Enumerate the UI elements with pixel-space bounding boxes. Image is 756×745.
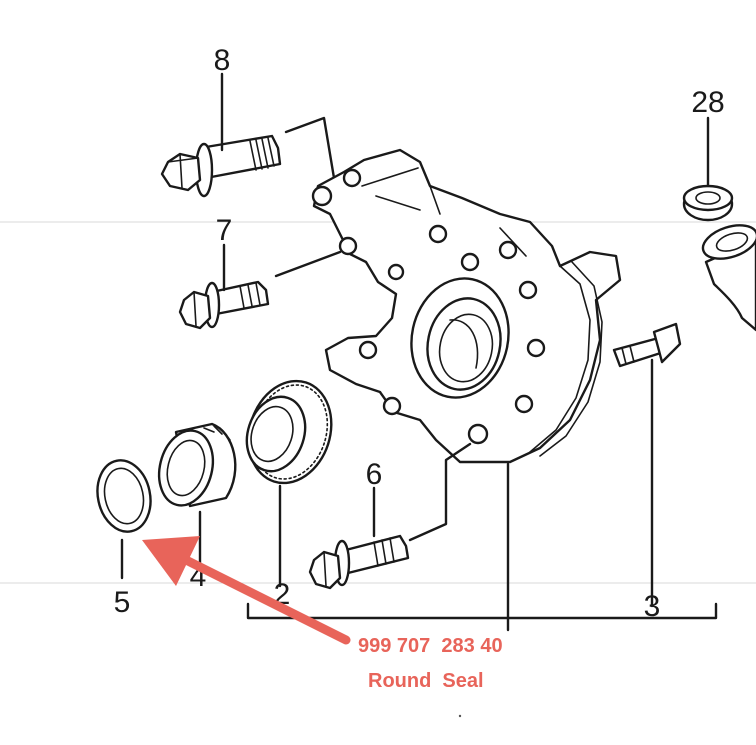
label-3: 3 <box>644 590 661 623</box>
speck-mark <box>458 714 462 718</box>
bracket-line <box>246 602 718 620</box>
seal-28 <box>682 184 734 222</box>
sleeve-4 <box>157 422 237 508</box>
leader-7 <box>274 250 342 278</box>
label-8: 8 <box>214 44 231 77</box>
callout-arrow <box>142 536 351 645</box>
label-6: 6 <box>366 458 383 491</box>
shaft-seal-2 <box>245 379 333 485</box>
label-28: 28 <box>691 86 724 119</box>
label-7: 7 <box>216 214 233 247</box>
leader-8 <box>284 116 338 192</box>
pipe-fitting <box>701 224 756 332</box>
bolt-6 <box>308 534 410 590</box>
bolt-7 <box>178 280 270 330</box>
bolt-8 <box>160 134 282 198</box>
leader-6-housing <box>408 442 472 542</box>
label-5: 5 <box>114 586 131 619</box>
round-seal-5 <box>96 459 152 533</box>
callout-part-number: 999 707 283 40 <box>358 635 503 657</box>
callout-description: Round Seal <box>368 670 484 692</box>
bolt-3 <box>612 322 682 368</box>
oil-pump-housing <box>311 148 622 464</box>
